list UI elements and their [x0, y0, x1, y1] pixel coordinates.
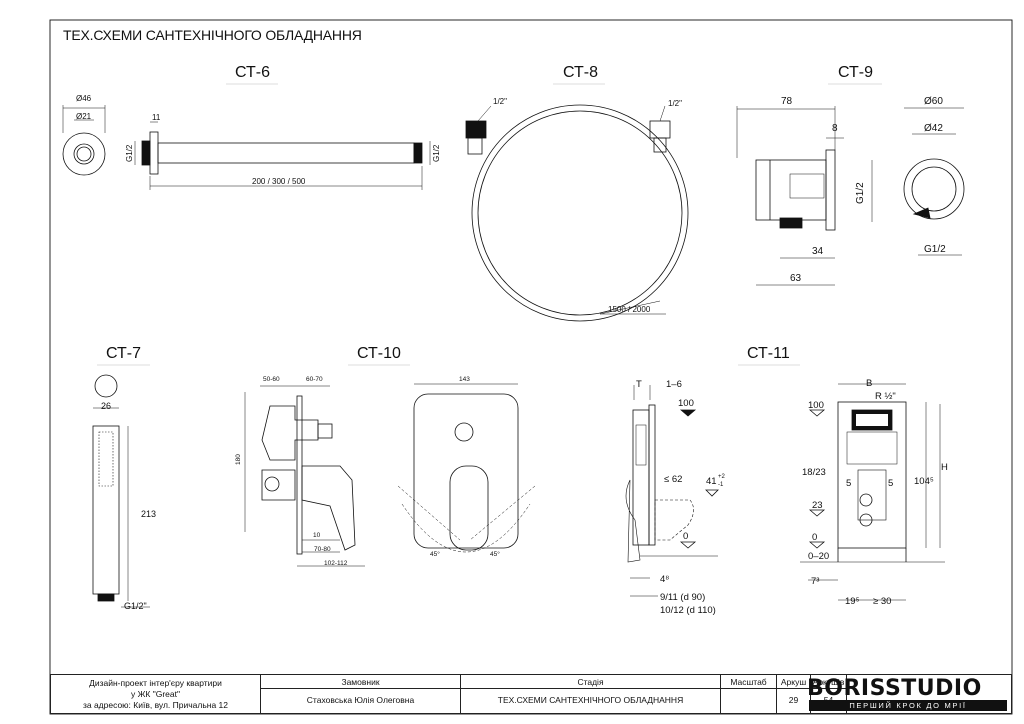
client-name: Стаховська Юлія Олеговна	[306, 695, 415, 705]
ct6-dim-length: 200 / 300 / 500	[252, 177, 306, 186]
ct10-drawing	[244, 383, 536, 567]
ct11-dim-1012: 10/12 (d 110)	[660, 605, 716, 616]
ct9-dim-d42: Ø42	[924, 123, 943, 134]
ct9-dim-g12: G1/2	[855, 182, 866, 204]
ct7-dim-213: 213	[141, 509, 156, 519]
scale-header: Масштаб	[721, 677, 776, 689]
ct11-dim-48: 4⁸	[660, 574, 669, 585]
ct9-dim-g12b: G1/2	[924, 244, 946, 255]
ct11-dim-0a: 0	[683, 531, 688, 542]
ct6-dim-d46: Ø46	[76, 94, 92, 103]
title-block-scale: Масштаб	[721, 675, 777, 713]
stage-value: ТЕХ.СХЕМИ САНТЕХНІЧНОГО ОБЛАДНАННЯ	[497, 695, 684, 705]
ct10-dim-143: 143	[459, 376, 470, 383]
title-block-sheet: Аркуш 29	[777, 675, 811, 713]
ct11-dim-5b: 5	[888, 478, 893, 489]
ct10-dim-10: 10	[313, 532, 321, 539]
label-ct7: СТ-7	[106, 345, 142, 362]
ct7-dim-26: 26	[101, 401, 111, 411]
client-header: Замовник	[261, 677, 460, 689]
ct11-side-drawing	[625, 385, 719, 597]
ct10-dim-angle1: 45°	[430, 550, 440, 558]
ct10-dim-5060: 50-60	[263, 376, 280, 383]
ct11-dim-B: B	[866, 378, 872, 389]
stage-header: Стадія	[461, 677, 720, 689]
ct7-drawing	[92, 374, 150, 608]
ct9-dim-8: 8	[832, 123, 838, 134]
ct9-dim-d60: Ø60	[924, 96, 943, 107]
ct10-dim-7080: 70-80	[314, 546, 331, 553]
ct11-dim-41-sup: +2	[718, 474, 726, 480]
ct11-dim-5a: 5	[846, 478, 851, 489]
ct8-drawing	[465, 104, 689, 322]
ct11-front-drawing	[800, 383, 945, 601]
ct10-dim-102112: 102-112	[324, 560, 348, 567]
ct11-dim-41: 41	[706, 476, 717, 487]
label-frames	[97, 83, 882, 366]
ct7-dim-g12: G1/2"	[124, 601, 147, 611]
sheet-header: Аркуш	[777, 677, 810, 689]
ct11-dim-62: ≤ 62	[664, 474, 682, 485]
ct6-drawing	[62, 105, 431, 190]
ct11-dim-1823: 18/23	[802, 467, 826, 478]
ct11-dim-100b: 100	[808, 400, 824, 411]
ct10-dim-angle2: 45°	[490, 550, 500, 558]
ct9-dim-63: 63	[790, 273, 802, 284]
label-ct8: СТ-8	[563, 64, 599, 81]
ct11-dim-0b: 0	[812, 532, 817, 543]
ct9-dim-34: 34	[812, 246, 824, 257]
ct11-dim-H: H	[941, 462, 948, 473]
ct11-dim-30: ≥ 30	[873, 596, 891, 607]
ct10-dim-6070: 60-70	[306, 376, 323, 383]
brand-name: BORISSTUDIO	[807, 676, 982, 701]
ct8-dim-g1: 1/2"	[493, 97, 507, 106]
title-block-project: Дизайн-проект інтер'єру квартири у ЖК "G…	[51, 675, 261, 713]
project-line-2: у ЖК "Great"	[130, 689, 181, 699]
sheet-title: ТЕХ.СХЕМИ САНТЕХНІЧНОГО ОБЛАДНАННЯ	[63, 27, 362, 43]
sheet-frame	[49, 19, 1013, 715]
ct6-dim-d21: Ø21	[76, 112, 92, 121]
title-block-stage: Стадія ТЕХ.СХЕМИ САНТЕХНІЧНОГО ОБЛАДНАНН…	[461, 675, 721, 713]
ct6-dim-g12-right: G1/2	[432, 144, 441, 162]
ct11-dim-911: 9/11 (d 90)	[660, 592, 705, 603]
label-ct11: СТ-11	[747, 345, 790, 362]
ct11-dim-100a: 100	[678, 398, 694, 409]
ct11-dim-73: 7³	[811, 576, 819, 587]
ct11-dim-23: 23	[812, 500, 823, 511]
studio-logo: BORISSTUDIO ПЕРШИЙ КРОК ДО МРІЇ	[805, 675, 1011, 713]
label-ct6: СТ-6	[235, 64, 271, 81]
label-ct9: СТ-9	[838, 64, 874, 81]
ct8-dim-g2: 1/2"	[668, 99, 682, 108]
ct9-dim-78: 78	[781, 96, 793, 107]
title-block: Дизайн-проект інтер'єру квартири у ЖК "G…	[50, 674, 1012, 714]
ct11-dim-T: T	[636, 379, 642, 390]
ct8-dim-length: 1500 / 2000	[608, 305, 651, 314]
ct6-dim-g12-left: G1/2	[125, 144, 134, 162]
sheet-number: 29	[788, 695, 799, 705]
ct10-dim-180: 180	[235, 454, 242, 465]
project-line-3: за адресою: Київ, вул. Причальна 12	[82, 700, 229, 710]
ct11-dim-16: 1–6	[666, 379, 682, 390]
ct11-dim-r12: R ½"	[875, 391, 896, 402]
title-block-client: Замовник Стаховська Юлія Олеговна	[261, 675, 461, 713]
project-line-1: Дизайн-проект інтер'єру квартири	[89, 678, 222, 688]
label-ct10: СТ-10	[357, 345, 401, 362]
sheets-header: Аркушів	[811, 677, 846, 689]
ct11-dim-195: 19⁵	[845, 596, 860, 607]
ct11-dim-020: 0–20	[808, 551, 829, 562]
ct6-dim-11: 11	[152, 113, 161, 122]
brand-tagline: ПЕРШИЙ КРОК ДО МРІЇ	[809, 700, 1007, 711]
ct9-drawing	[736, 106, 965, 286]
ct11-dim-41-sub: -1	[718, 482, 724, 488]
ct11-dim-1045: 104⁵	[914, 476, 934, 487]
